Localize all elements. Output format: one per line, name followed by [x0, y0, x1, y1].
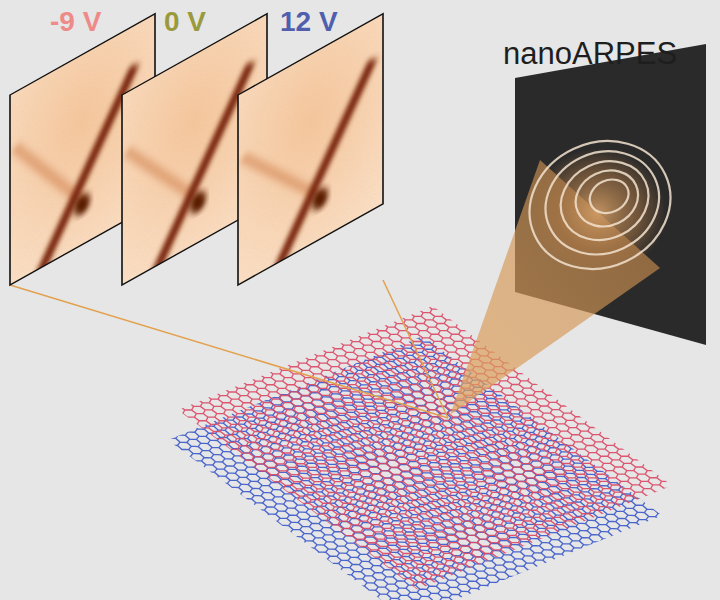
- technique-label: nanoARPES: [503, 38, 677, 69]
- diffraction-rings: [509, 118, 692, 291]
- leader-line: [10, 285, 448, 418]
- gate-voltage-label: 12 V: [280, 8, 338, 36]
- leader-line: [383, 280, 448, 418]
- arpes-panel: [238, 14, 383, 290]
- gate-voltage-label: 0 V: [164, 8, 206, 36]
- gate-voltage-label: -9 V: [50, 8, 101, 36]
